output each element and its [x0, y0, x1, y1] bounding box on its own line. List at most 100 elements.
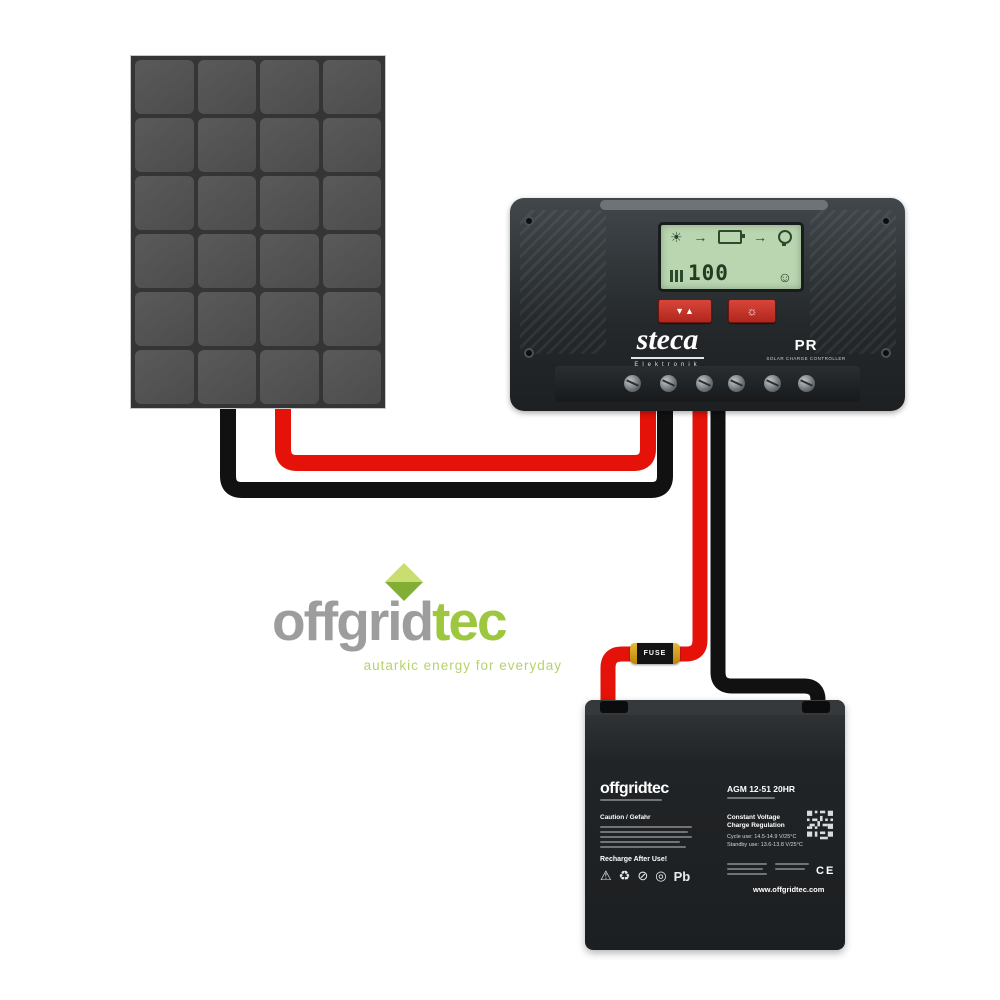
circle-mark-icon: ◎ [655, 868, 667, 883]
battery-icon [718, 230, 746, 244]
solar-cell [135, 118, 194, 172]
battery-model: AGM 12-51 20HR [727, 784, 796, 794]
warning-icon: ⚠ [600, 868, 612, 883]
solar-cell [135, 292, 194, 346]
solar-cell [322, 60, 381, 114]
lamp-icon [778, 230, 792, 246]
select-button-icon: ▼▲ [675, 306, 695, 316]
safety-symbols: ⚠ ♻ ⊘ ◎ Pb [600, 868, 690, 884]
text-line [727, 797, 775, 799]
recharge-note: Recharge After Use! [600, 856, 668, 863]
solar-cell [322, 350, 381, 404]
caution-title: Caution / Gefahr [600, 814, 651, 821]
series-name: PR [794, 337, 818, 354]
solar-cell [260, 350, 319, 404]
terminal-screw-icon [624, 375, 641, 392]
inline-fuse: FUSE [630, 643, 680, 664]
solar-cell [260, 60, 319, 114]
text-line [775, 863, 809, 865]
mount-screw-icon [524, 216, 534, 226]
text-line [600, 836, 692, 838]
battery-brand: offgridtec [600, 780, 669, 797]
text-line [775, 868, 805, 870]
light-button: ☼ [728, 299, 776, 323]
soc-bars-icon [670, 270, 683, 282]
steca-logo: steca Elektronik [610, 325, 725, 368]
solar-cell [260, 292, 319, 346]
solar-cell [322, 176, 381, 230]
battery-lid [585, 700, 845, 715]
steca-brand: steca [630, 325, 705, 359]
terminal-screw-icon [728, 375, 745, 392]
solar-cell [197, 60, 256, 114]
solar-cell [197, 292, 256, 346]
text-line [727, 868, 763, 870]
terminal-screw-icon [764, 375, 781, 392]
lcd-status-row: ☀ → → [670, 229, 792, 246]
terminal-screw-icon [660, 375, 677, 392]
smiley-icon: ☺ [777, 269, 792, 285]
solar-cell [197, 176, 256, 230]
sun-icon: ☀ [670, 229, 683, 245]
standby-use: Standby use: 13.6-13.8 V/25°C [727, 842, 803, 848]
series-subtitle: SOLAR CHARGE CONTROLLER [766, 356, 846, 361]
agm-battery: offgridtec AGM 12-51 20HR Caution / Gefa… [585, 700, 845, 950]
solar-cell [260, 234, 319, 288]
text-line [600, 841, 680, 843]
solar-cell [260, 118, 319, 172]
terminal-screw-icon [696, 375, 713, 392]
watermark-brand-gray: offgrid [272, 590, 434, 652]
battery-website: www.offgridtec.com [753, 885, 825, 894]
select-button: ▼▲ [658, 299, 712, 323]
vent-left [520, 210, 606, 354]
mount-screw-icon [881, 216, 891, 226]
pb-mark: Pb [673, 868, 691, 884]
lcd-value: 100 [688, 261, 729, 285]
light-button-icon: ☼ [746, 304, 758, 318]
solar-panel-grid [135, 60, 381, 404]
arrow-right-icon: → [753, 229, 768, 245]
pv-negative-cable [220, 405, 673, 498]
charge-controller: ☀ → → 100 ☺ ▼▲ ☼ steca Elektronik PR SOL… [510, 198, 905, 411]
text-line [600, 846, 686, 848]
steca-brand-sub: Elektronik [634, 362, 701, 368]
text-line [727, 863, 767, 865]
watermark-brand: offgridtec [272, 594, 508, 649]
text-line [600, 826, 692, 828]
battery-negative-cable [710, 405, 826, 715]
qr-code-icon [807, 810, 833, 840]
solar-cell [135, 350, 194, 404]
vent-right [810, 210, 896, 354]
fuse-cap-right [673, 643, 680, 664]
watermark-tagline: autarkic energy for everyday [363, 658, 562, 673]
series-block: PR SOLAR CHARGE CONTROLLER [760, 337, 852, 361]
solar-cell [260, 176, 319, 230]
solar-cell [135, 60, 194, 114]
text-line [600, 799, 662, 801]
lcd-display: ☀ → → 100 ☺ [658, 222, 804, 292]
solar-panel [130, 55, 386, 409]
fuse-label: FUSE [637, 643, 673, 664]
solar-cell [135, 176, 194, 230]
solar-cell [197, 234, 256, 288]
controller-top-molding [600, 200, 828, 210]
solar-cell [322, 118, 381, 172]
solar-cell [135, 234, 194, 288]
solar-cell [197, 350, 256, 404]
recycle-icon: ♻ [618, 868, 631, 883]
fuse-cap-left [630, 643, 637, 664]
terminal-strip [555, 366, 860, 402]
arrow-right-icon: → [693, 229, 708, 245]
solar-cell [322, 292, 381, 346]
regulation-title: Constant Voltage Charge Regulation [727, 814, 785, 829]
terminal-screw-icon [798, 375, 815, 392]
cycle-use: Cycle use: 14.5-14.9 V/25°C [727, 834, 797, 840]
mount-screw-icon [881, 348, 891, 358]
no-disposal-icon: ⊘ [637, 868, 649, 883]
watermark-brand-green: tec [432, 590, 507, 652]
pv-positive-cable [275, 405, 656, 471]
battery-negative-terminal [802, 700, 830, 713]
offgridtec-diamond-icon [385, 563, 423, 601]
text-line [727, 873, 767, 875]
